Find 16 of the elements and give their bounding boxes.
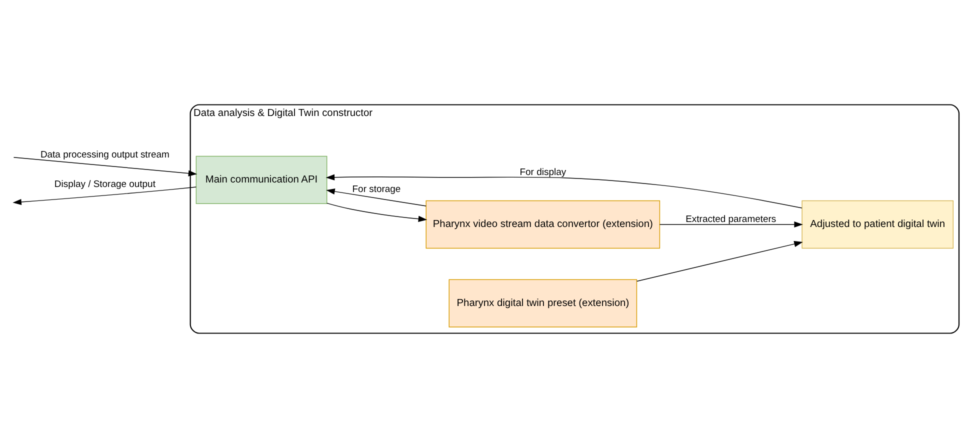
- arrow: [326, 188, 426, 206]
- edge-label: For storage: [352, 184, 400, 195]
- arrow: [12, 156, 197, 176]
- edge-label: Display / Storage output: [54, 178, 155, 190]
- edge-label: For display: [519, 167, 566, 178]
- edge-label: Data processing output stream: [40, 150, 169, 161]
- node-box: Main communication API: [195, 156, 327, 204]
- arrow: [12, 186, 196, 206]
- arrow: [326, 202, 427, 222]
- node-box: Pharynx digital twin preset (extension): [448, 279, 637, 328]
- arrow: [658, 221, 802, 228]
- node-box: Adjusted to patient digital twin: [801, 200, 954, 249]
- edge-label: Extracted parameters: [685, 214, 776, 225]
- node-box: Pharynx video stream data convertor (extension): [425, 200, 660, 249]
- arrow: [636, 241, 802, 282]
- arrow: [325, 174, 802, 208]
